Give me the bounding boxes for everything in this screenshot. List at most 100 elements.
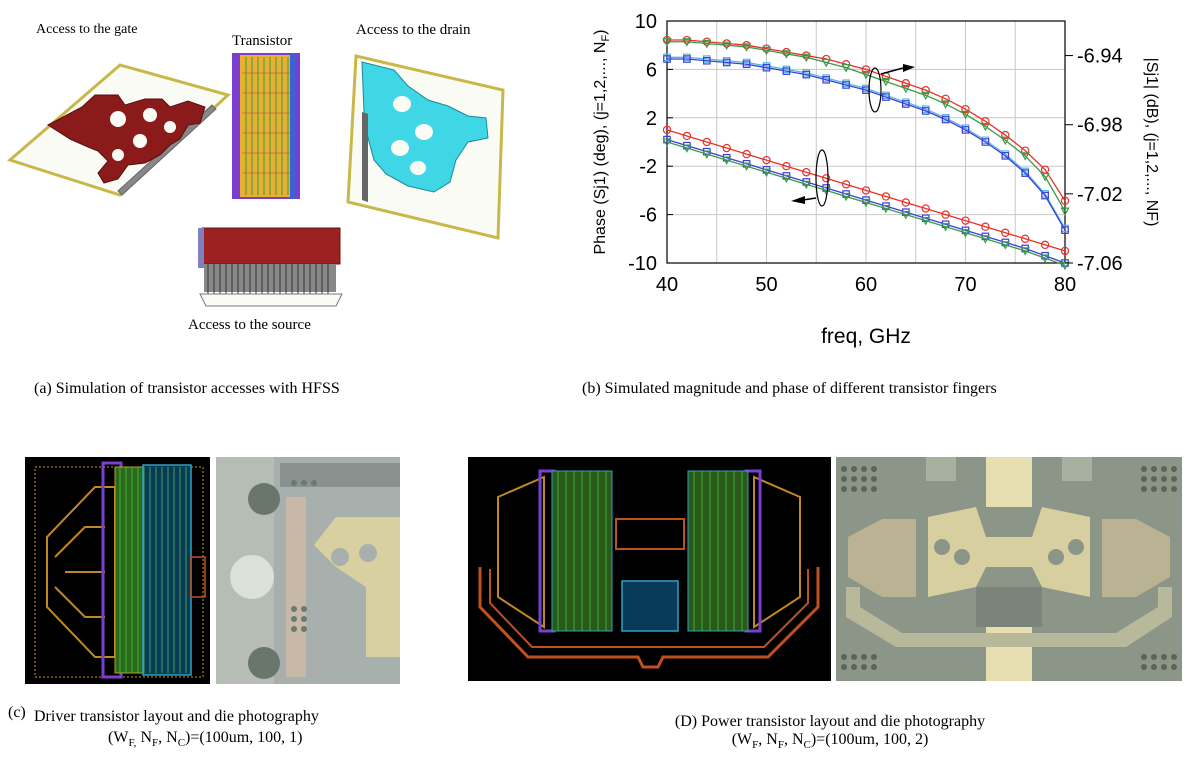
data-point <box>921 91 931 101</box>
y-right-tick-label: -7.02 <box>1077 184 1123 206</box>
caption-d-sub2: F <box>777 739 784 752</box>
data-point <box>921 85 930 95</box>
data-point <box>1001 152 1010 160</box>
data-point <box>802 168 811 177</box>
y-left-tick-label: -6 <box>639 205 657 227</box>
caption-a: (a) Simulation of transistor accesses wi… <box>34 380 340 397</box>
phase-arrowhead <box>791 196 805 204</box>
data-point <box>781 174 792 184</box>
data-point <box>861 65 871 74</box>
y-left-label-main: Phase (Sj1) (deg), (j=1,2,..., N <box>592 42 609 255</box>
data-point <box>1061 226 1069 234</box>
y-left-tick-label: 10 <box>635 11 657 33</box>
data-point <box>1000 136 1010 146</box>
caption-c-l2b: N <box>136 729 152 746</box>
data-point <box>901 84 911 94</box>
data-point <box>940 223 951 232</box>
data-point <box>821 58 831 68</box>
data-point <box>1021 146 1030 155</box>
y-right-tick-label: -7.06 <box>1077 253 1123 275</box>
data-point <box>1040 254 1050 264</box>
data-point <box>662 35 672 45</box>
data-point <box>682 38 692 47</box>
data-point <box>1040 240 1050 250</box>
data-point <box>861 70 871 80</box>
magnitude-arrow <box>880 67 904 75</box>
data-point <box>742 149 751 159</box>
transistor-label: Transistor <box>232 33 293 49</box>
data-point <box>881 192 891 201</box>
caption-d-sub1: F <box>752 739 759 752</box>
caption-b: (b) Simulated magnitude and phase of dif… <box>582 380 997 397</box>
data-point <box>980 122 991 132</box>
series-right-blue <box>663 55 1069 234</box>
data-point <box>941 210 950 219</box>
caption-c-l2d: )=(100um, 100, 1) <box>185 729 303 746</box>
series-line <box>667 58 1066 231</box>
data-point <box>702 37 712 46</box>
data-point <box>981 222 990 231</box>
x-tick-label: 50 <box>755 274 777 296</box>
data-point <box>882 93 890 101</box>
data-point <box>960 229 971 238</box>
y-left-tick-label: 2 <box>646 108 657 130</box>
caption-d: (D) Power transistor layout and die phot… <box>640 713 1020 751</box>
x-tick-label: 70 <box>954 274 976 296</box>
data-point <box>980 235 991 244</box>
data-point <box>821 174 831 183</box>
drain-access-label: Access to the drain <box>356 22 471 38</box>
caption-c-line1: Driver transistor layout and die photogr… <box>34 708 319 725</box>
data-point <box>782 47 791 57</box>
caption-d-line2: (WF, NF, NC)=(100um, 100, 2) <box>640 731 1020 751</box>
caption-c-line2: (WF, NF, NC)=(100um, 100, 1) <box>108 729 302 749</box>
data-point <box>881 204 891 214</box>
data-point <box>901 198 910 207</box>
data-point <box>702 56 711 65</box>
data-point <box>960 110 971 120</box>
data-point <box>981 117 990 126</box>
y-left-tick-label: 6 <box>646 59 657 81</box>
x-tick-label: 60 <box>855 274 877 296</box>
data-point <box>1001 130 1010 140</box>
data-point <box>742 41 751 50</box>
data-point <box>1041 191 1049 200</box>
data-point <box>901 79 910 88</box>
transistor-layout-image <box>232 53 300 199</box>
data-point <box>842 81 850 89</box>
data-point <box>1060 246 1070 256</box>
series-left-green <box>662 138 1070 271</box>
phase-group-ellipse <box>815 149 829 207</box>
data-point <box>782 67 791 75</box>
data-point <box>822 75 831 84</box>
data-point <box>921 217 931 226</box>
data-point <box>801 53 811 63</box>
data-point <box>722 156 732 166</box>
data-point <box>802 51 811 60</box>
data-point <box>762 44 771 53</box>
gate-access-label: Access to the gate <box>36 22 138 37</box>
data-point <box>941 94 950 103</box>
data-point <box>682 35 692 45</box>
caption-c-sub1: F, <box>128 737 137 750</box>
data-point <box>1020 152 1030 161</box>
data-point <box>961 104 970 114</box>
caption-c-l2c: , N <box>158 729 178 746</box>
data-point <box>682 131 692 141</box>
drain-access-model <box>346 54 505 240</box>
data-point <box>1060 207 1070 216</box>
data-point <box>702 39 712 49</box>
data-point <box>761 46 772 56</box>
data-point <box>940 100 951 109</box>
data-point <box>1060 261 1070 271</box>
data-point <box>662 138 672 147</box>
data-point <box>722 41 732 51</box>
data-point <box>921 107 930 115</box>
data-point <box>1060 196 1070 205</box>
data-point <box>1040 172 1050 182</box>
data-point <box>741 162 752 172</box>
data-point <box>801 180 811 190</box>
data-point <box>901 211 911 220</box>
driver-die-photo <box>216 457 400 684</box>
series-line <box>667 41 1066 212</box>
